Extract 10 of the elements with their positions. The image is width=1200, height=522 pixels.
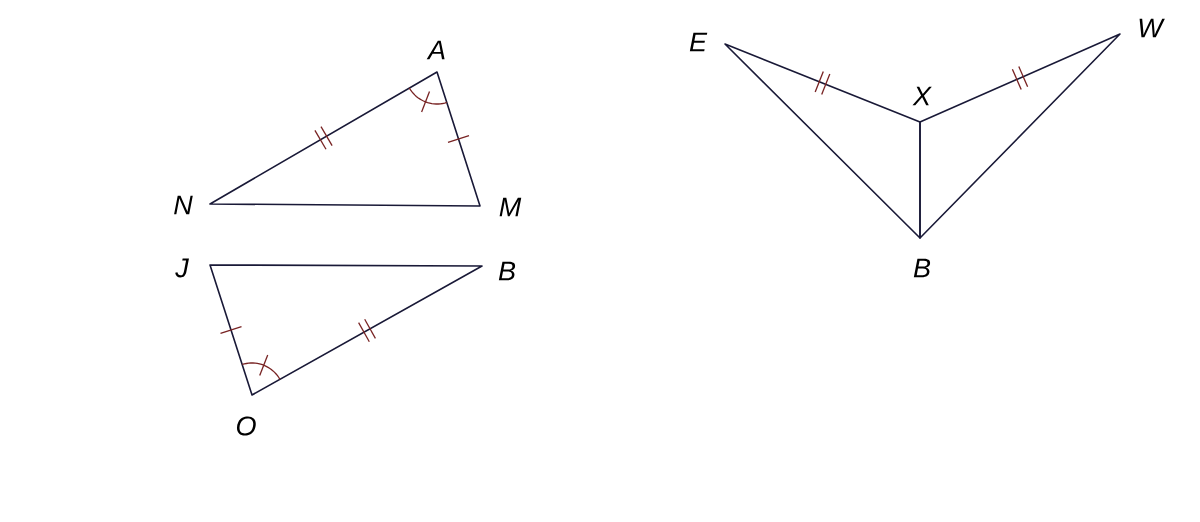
vertex-label: J [175,258,189,278]
vertex-label: B [913,258,931,278]
vertex-label: A [426,40,445,60]
vertex-label: B [498,261,516,281]
vertex-label: N [174,195,193,215]
vertex-label: M [499,197,522,217]
vertex-label: O [236,416,256,436]
vertex-label: X [912,86,932,106]
vertex-label: W [1139,18,1165,38]
vertex-label: E [689,32,708,52]
